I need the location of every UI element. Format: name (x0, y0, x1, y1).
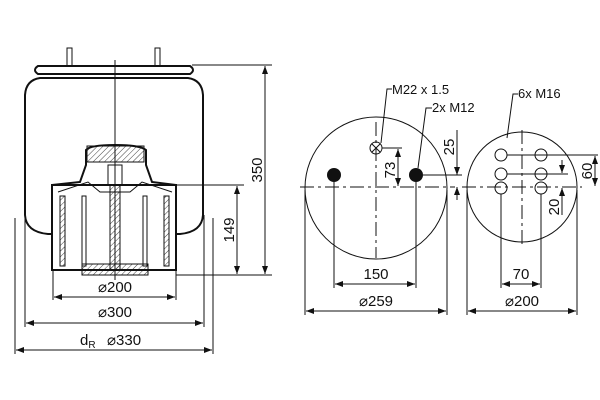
bottom-plate-view: 6x M16 60 20 70 ⌀200 (462, 86, 598, 315)
stud-label: 2x M12 (432, 100, 475, 115)
diameter-259: ⌀259 (359, 293, 393, 310)
height-149: 149 (221, 217, 238, 242)
side-view-air-spring (24, 47, 204, 280)
top-plate-view: M22 x 1.5 2x M12 73 25 150 ⌀259 (300, 82, 475, 315)
height-350: 350 (249, 157, 266, 182)
stud-right (154, 47, 161, 67)
diameter-200-bottom: ⌀200 (505, 293, 539, 310)
diameter-300: ⌀300 (98, 304, 132, 321)
side-dimensions: 350 149 ⌀200 ⌀300 dR ⌀330 (14, 64, 272, 354)
diameter-200: ⌀200 (98, 279, 132, 296)
holes-label: 6x M16 (518, 86, 561, 101)
offset-25: 25 (441, 139, 458, 156)
offset-20: 20 (546, 199, 563, 216)
stud-hole-left (327, 168, 341, 182)
stud-hole-right (409, 168, 423, 182)
pitch-60: 60 (579, 163, 596, 180)
air-port-label: M22 x 1.5 (392, 82, 449, 97)
top-plate (34, 65, 194, 75)
stud-left (66, 47, 73, 67)
offset-73: 73 (382, 162, 399, 179)
rolling-diameter-symbol: dR (80, 332, 96, 351)
diameter-330: ⌀330 (107, 332, 141, 349)
pitch-70: 70 (513, 266, 530, 283)
spacing-150: 150 (363, 266, 388, 283)
